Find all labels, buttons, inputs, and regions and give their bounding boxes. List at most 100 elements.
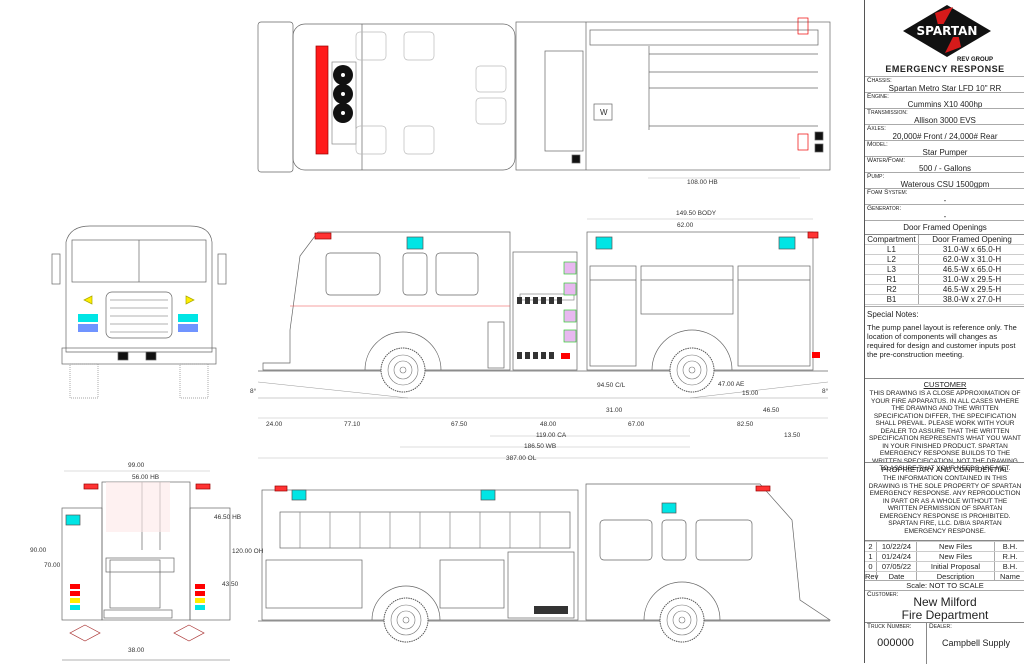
- truck_number-label: Truck Number:: [867, 623, 912, 630]
- specs-8-label: Generator:: [867, 205, 902, 212]
- spec-generator: Generator: -: [865, 204, 1024, 221]
- specs-6-value: Waterous CSU 1500gpm: [900, 180, 990, 189]
- special-notes: Special Notes: The pump panel layout is …: [865, 306, 1024, 378]
- dims-r56: 56.00 HB: [132, 474, 159, 481]
- revisions-rows-0-3: B.H.: [1002, 542, 1018, 551]
- spec-pump: Pump: Waterous CSU 1500gpm: [865, 172, 1024, 189]
- specs-1-value: Cummins X10 400hp: [907, 100, 983, 109]
- specs-0-value: Spartan Metro Star LFD 10" RR: [888, 84, 1002, 93]
- customer-label: Customer:: [867, 591, 899, 598]
- side-dimensions: [258, 218, 828, 459]
- dim-angle-departure: 8°: [822, 387, 829, 395]
- revisions-rows-0-2: New Files: [917, 542, 995, 551]
- title-block: SPARTAN REV GROUP EMERGENCY RESPONSE Cha…: [864, 0, 1024, 664]
- openings-rows-1-0: L2: [865, 255, 919, 264]
- spec-water-foam: Water/Foam:500 / - Gallons: [865, 156, 1024, 173]
- revisions-rows-1-3: R.H.: [1002, 552, 1018, 561]
- dim-angle-approach: 8°: [250, 387, 257, 395]
- side-view-officer: [258, 483, 832, 622]
- revisions-rows-2-2: Initial Proposal: [917, 562, 995, 571]
- customer-line1: New Milford: [913, 595, 977, 609]
- specs-2-label: Transmission:: [867, 109, 908, 116]
- dims-d24: 24.00: [266, 421, 283, 428]
- openings-rows-5-0: B1: [865, 295, 919, 304]
- revisions-rows-2-1: 07/05/22: [877, 562, 917, 571]
- specs-4-value: Star Pumper: [922, 148, 968, 157]
- dims-ca: 119.00 CA: [536, 432, 567, 439]
- specs-6-label: Pump:: [867, 173, 885, 180]
- openings-rows-3-0: R1: [865, 275, 919, 284]
- specs-7-value: -: [943, 196, 947, 205]
- rear-view: [61, 470, 231, 661]
- truck-number: 000000: [877, 637, 914, 649]
- spec-foam-system: Foam System: -: [865, 188, 1024, 205]
- customer-name: Customer: New Milford Fire Department: [865, 590, 1024, 622]
- specs-0-label: Chassis:: [867, 77, 892, 84]
- customer_notice-text: THIS DRAWING IS A CLOSE APPROXIMATION OF…: [868, 390, 1022, 472]
- revisions-rows-2-3: B.H.: [1002, 562, 1018, 571]
- openings-rows-4-1: 46.5-W x 29.5-H: [942, 285, 1002, 294]
- customer-line2: Fire Department: [901, 608, 989, 622]
- revisions-rows-0-0: 2: [865, 542, 877, 551]
- openings-rows-0-1: 31.0-W x 65.0-H: [942, 245, 1002, 254]
- spec-transmission: Transmission:Allison 3000 EVS: [865, 108, 1024, 125]
- dims-d135: 13.50: [784, 432, 801, 439]
- dim-15: 15.00: [742, 390, 759, 397]
- rear-dim-labels: 99.00 56.00 HB 46.50 HB 120.00 OH 90.00 …: [30, 462, 264, 654]
- openings-rows-3-1: 31.0-W x 29.5-H: [942, 275, 1002, 284]
- spec-model: Model:Star Pumper: [865, 140, 1024, 157]
- revisions-headers-1: Date: [877, 572, 917, 581]
- dim-cl: 94.50 C/L: [597, 382, 626, 389]
- openings-rows-2-1: 46.5-W x 65.0-H: [942, 265, 1002, 274]
- dims-roh: 120.00 OH: [232, 548, 264, 555]
- specs-7-label: Foam System:: [867, 189, 908, 196]
- revisions-headers-2: Description: [917, 572, 995, 581]
- top-view: [257, 17, 831, 179]
- specs-1-label: Engine:: [867, 93, 889, 100]
- specs-3-label: Axles:: [867, 125, 886, 132]
- spartan-logo: SPARTAN REV GROUP: [903, 5, 993, 63]
- notes-text: The pump panel layout is reference only.…: [867, 323, 1017, 359]
- front-view: [51, 225, 227, 399]
- revisions-headers-3: Name: [999, 572, 1020, 581]
- scale-note: Scale: NOT TO SCALE: [865, 580, 1024, 590]
- customer-notice: CUSTOMER THIS DRAWING IS A CLOSE APPROXI…: [865, 378, 1024, 472]
- openings-rows-1-1: 62.0-W x 31.0-H: [942, 255, 1002, 264]
- table-row: L1 31.0-W x 65.0-H: [865, 245, 1024, 255]
- revisions-rows-1-1: 01/24/24: [877, 552, 917, 561]
- dim-top-hb: 108.00 HB: [687, 179, 718, 186]
- dims-d675: 67.50: [451, 421, 468, 428]
- dims-ol: 387.00 OL: [506, 455, 537, 462]
- dealer-name: Campbell Supply: [941, 638, 1011, 648]
- dims-d825: 82.50: [737, 421, 754, 428]
- svg-text:SPARTAN: SPARTAN: [917, 24, 978, 38]
- openings-rows-0-0: L1: [865, 245, 919, 254]
- dims-wb: 186.50 WB: [524, 443, 556, 450]
- lightbar-top: [315, 45, 329, 155]
- table-row: R2 46.5-W x 29.5-H: [865, 285, 1024, 295]
- revisions-rows-2-0: 0: [865, 562, 877, 571]
- openings-rows-4-0: R2: [865, 285, 919, 294]
- revisions-headers-0: Rev: [865, 572, 879, 581]
- dim-body: 149.50 BODY: [676, 210, 717, 217]
- spec-engine: Engine: Cummins X10 400hp: [865, 92, 1024, 109]
- spec-chassis: Chassis:Spartan Metro Star LFD 10" RR: [865, 76, 1024, 93]
- revisions-rows-0-1: 10/22/24: [877, 542, 917, 551]
- openings-title: Door Framed Openings: [865, 220, 1024, 234]
- svg-text:REV GROUP: REV GROUP: [957, 57, 993, 63]
- proprietary-notice: PROPRIETARY AND CONFIDENTIAL THE INFORMA…: [865, 462, 1024, 540]
- dims-r90: 90.00: [30, 547, 47, 554]
- dims-d67: 67.00: [628, 421, 645, 428]
- dims-r70: 70.00: [44, 562, 61, 569]
- dims-d48: 48.00: [540, 421, 557, 428]
- openings-headers-0: Compartment: [865, 235, 919, 244]
- dims-r38: 38.00: [128, 647, 145, 654]
- dim-ae: 47.00 AE: [718, 381, 745, 388]
- specs-8-value: -: [943, 212, 947, 221]
- water-tank-label: W: [600, 108, 608, 117]
